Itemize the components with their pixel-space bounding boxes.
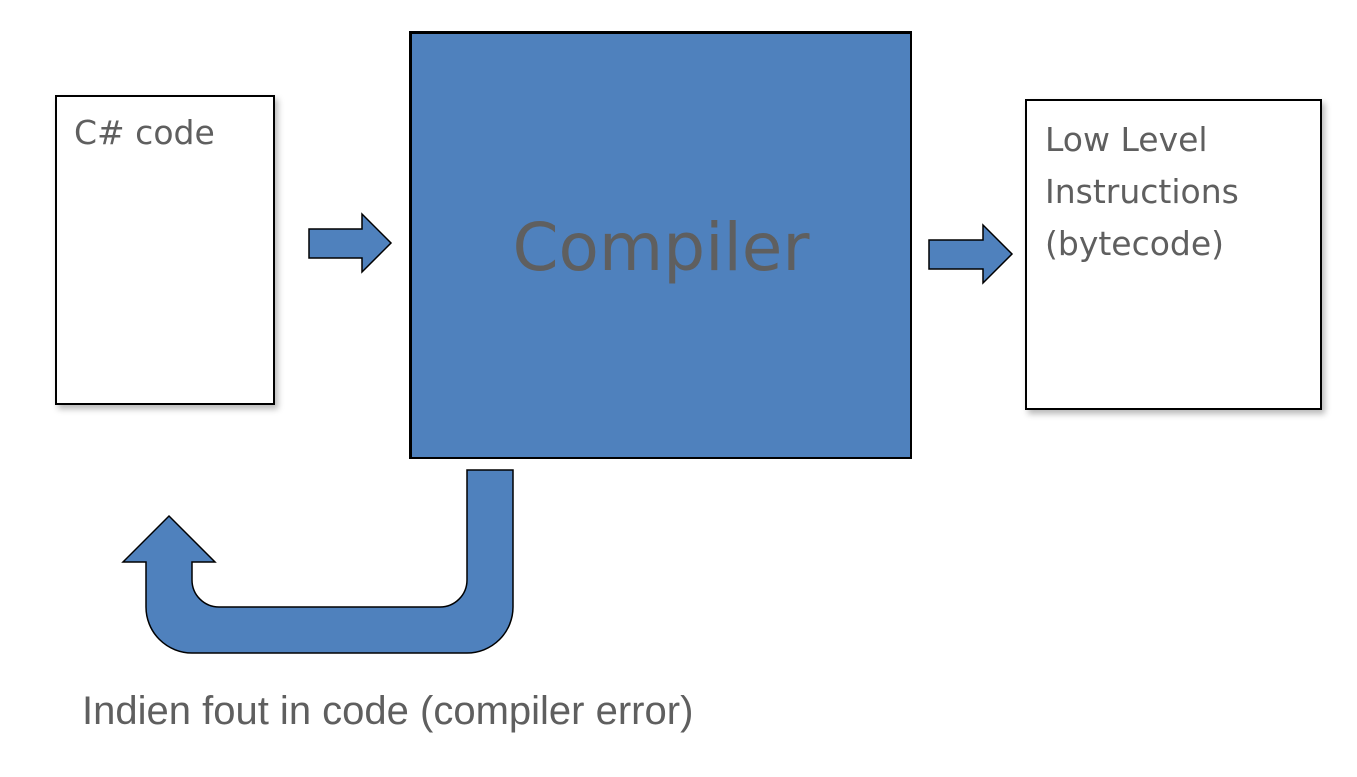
bytecode-output-label: Low Level Instructions (bytecode) bbox=[1045, 120, 1239, 263]
source-code-box: C# code bbox=[55, 95, 275, 405]
arrow-right-to-output bbox=[928, 223, 1014, 285]
compiler-error-caption: Indien fout in code (compiler error) bbox=[82, 689, 694, 733]
arrow-right-to-compiler bbox=[308, 212, 393, 274]
source-code-label: C# code bbox=[74, 113, 215, 152]
bytecode-output-box: Low Level Instructions (bytecode) bbox=[1025, 99, 1322, 410]
error-return-arrow bbox=[121, 469, 514, 654]
compiler-box: Compiler bbox=[409, 31, 912, 459]
compiler-label: Compiler bbox=[512, 209, 810, 286]
